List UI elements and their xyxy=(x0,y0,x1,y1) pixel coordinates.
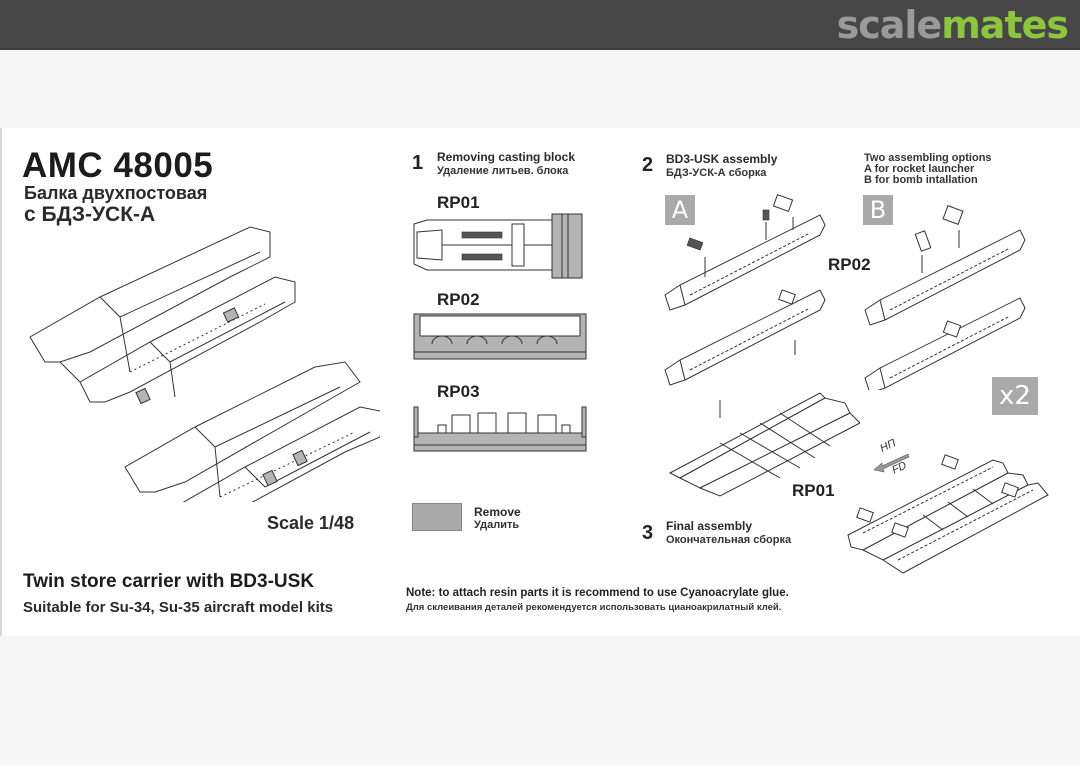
final-assembly-drawing xyxy=(847,454,1049,574)
part-rp02-drawing xyxy=(413,313,587,360)
carrier-illustration xyxy=(29,226,380,502)
options-line1: Two assembling options xyxy=(864,152,992,164)
product-description: Twin store carrier with BD3-USK xyxy=(23,571,315,592)
step1-title-ru: Удаление литьев. блока xyxy=(437,165,569,177)
product-suitability: Suitable for Su-34, Su-35 aircraft model… xyxy=(23,599,334,616)
forward-direction-arrow-icon xyxy=(873,453,910,473)
logo-text-scale: scale xyxy=(836,3,943,47)
step1-number: 1 xyxy=(412,152,424,174)
step2-number: 2 xyxy=(642,154,654,176)
remove-legend-swatch xyxy=(412,503,462,531)
step1-title-en: Removing casting block xyxy=(437,150,576,164)
option-a-rails-drawing xyxy=(664,193,826,386)
part-rp03-drawing xyxy=(413,406,587,452)
option-b-badge: B xyxy=(863,195,893,225)
glue-note-en: Note: to attach resin parts it is recomm… xyxy=(406,587,789,599)
step3-title-ru: Окончательная сборка xyxy=(666,534,792,546)
quantity-x2-badge: x2 xyxy=(992,377,1038,415)
step2-title-en: BD3-USK assembly xyxy=(666,152,778,166)
step2-rp01-frame-drawing xyxy=(668,392,860,497)
site-header: scalemates xyxy=(0,0,1080,50)
glue-note-ru: Для склеивания деталей рекомендуется исп… xyxy=(406,602,782,613)
step2-part-rp01-label: RP01 xyxy=(792,481,835,500)
part-rp02-label: RP02 xyxy=(437,290,480,309)
logo-text-mates: mates xyxy=(941,3,1069,47)
step3-number: 3 xyxy=(642,522,654,544)
scalemates-logo[interactable]: scalemates xyxy=(836,3,1069,47)
title-ru-line1: Балка двухпостовая xyxy=(24,183,208,203)
options-line3: B for bomb intallation xyxy=(864,174,978,186)
step2-part-rp02-label: RP02 xyxy=(828,255,871,274)
scale-label: Scale 1/48 xyxy=(267,513,355,533)
remove-label-ru: Удалить xyxy=(474,519,520,531)
step2-title-ru: БДЗ-УСК-А сборка xyxy=(666,167,767,179)
kit-number: AMC 48005 xyxy=(22,146,214,185)
part-rp01-label: RP01 xyxy=(437,193,480,212)
options-line2: A for rocket launcher xyxy=(864,163,975,175)
part-rp03-label: RP03 xyxy=(437,382,480,401)
option-b-rails-drawing xyxy=(864,205,1026,390)
title-ru-line2: с БДЗ-УСК-А xyxy=(24,203,156,226)
remove-label-en: Remove xyxy=(474,505,521,519)
part-rp01-drawing xyxy=(413,213,583,279)
option-a-badge: A xyxy=(665,195,695,225)
step3-title-en: Final assembly xyxy=(666,519,753,533)
